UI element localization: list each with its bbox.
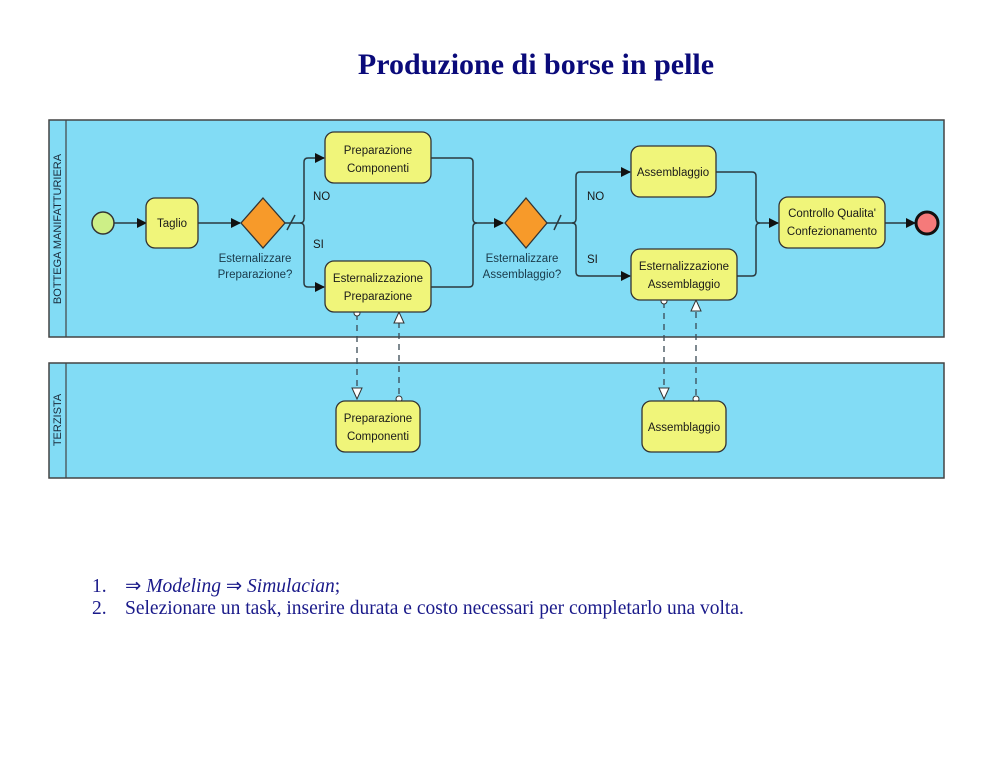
- flow-label-si: SI: [587, 254, 598, 266]
- task-box: [145, 197, 199, 249]
- task-assemblaggio[interactable]: Assemblaggio: [630, 145, 717, 198]
- gateway-label-line: Preparazione?: [218, 269, 293, 281]
- step-text-fragment: ⇒: [125, 576, 147, 597]
- sequence-flows: [114, 153, 916, 292]
- lane-terzista-body: [48, 362, 945, 479]
- end-event[interactable]: [914, 210, 940, 236]
- task-label: Componenti: [347, 431, 409, 443]
- gateway-esternalizzare-assemblaggio[interactable]: Esternalizzare Assemblaggio?: [483, 196, 562, 281]
- task-box: [630, 248, 738, 301]
- task-label: Controllo Qualita': [788, 208, 876, 220]
- gateway-label-line: Esternalizzare: [219, 253, 292, 265]
- flow-estprep-g2: [431, 222, 478, 288]
- task-box: [335, 400, 421, 453]
- task-esternalizzazione-assemblaggio[interactable]: Esternalizzazione Assemblaggio: [630, 248, 738, 301]
- default-flow-marker: [286, 214, 296, 231]
- flow-g1-si: [299, 222, 325, 292]
- menu-path-term: Modeling: [146, 576, 221, 597]
- task-label: Confezionamento: [787, 226, 877, 238]
- lane-label-bottega: BOTTEGA MANIFATTURIERA: [52, 153, 64, 304]
- task-label: Esternalizzazione: [333, 273, 423, 285]
- instruction-list: 1. ⇒ Modeling ⇒ Simulacian; 2. Seleziona…: [92, 576, 744, 620]
- task-terzista-assemblaggio[interactable]: Assemblaggio: [641, 400, 727, 453]
- gateway-label-line: Esternalizzare: [486, 253, 559, 265]
- task-label: Preparazione: [344, 413, 412, 425]
- page-title: Produzione di borse in pelle: [357, 48, 715, 81]
- gateway-label-line: Assemblaggio?: [483, 269, 562, 281]
- flow-label-no: NO: [587, 191, 604, 203]
- task-label: Assemblaggio: [648, 422, 720, 434]
- step-text: Selezionare un task, inserire durata e c…: [125, 598, 744, 620]
- step-text-fragment: ⇒: [220, 576, 248, 597]
- step-text-fragment: ;: [334, 576, 341, 597]
- task-esternalizzazione-preparazione[interactable]: Esternalizzazione Preparazione: [324, 260, 432, 313]
- step-number: 1.: [92, 576, 107, 597]
- task-label: Preparazione: [344, 291, 412, 303]
- flow-label-no: NO: [313, 191, 330, 203]
- message-arrow-down: [658, 387, 670, 401]
- message-arrow-down: [351, 387, 363, 401]
- message-arrow-up: [393, 310, 405, 324]
- flow-estass-controllo: [737, 222, 761, 277]
- task-label: Componenti: [347, 163, 409, 175]
- flow-label-si: SI: [313, 239, 324, 251]
- step-number: 2.: [92, 598, 107, 619]
- task-label: Taglio: [157, 218, 187, 230]
- message-flows: [356, 302, 697, 396]
- task-box: [324, 131, 432, 184]
- lane-label-terzista: TERZISTA: [52, 393, 64, 446]
- task-controllo-qualita-confezionamento[interactable]: Controllo Qualita' Confezionamento: [778, 196, 886, 249]
- task-label: Esternalizzazione: [639, 261, 729, 273]
- message-arrow-up: [690, 298, 702, 312]
- task-box: [324, 260, 432, 313]
- task-label: Assemblaggio: [648, 279, 720, 291]
- task-terzista-preparazione-componenti[interactable]: Preparazione Componenti: [335, 400, 421, 453]
- instruction-step: 1. ⇒ Modeling ⇒ Simulacian;: [92, 576, 744, 598]
- task-taglio[interactable]: Taglio: [145, 197, 199, 249]
- task-box: [778, 196, 886, 249]
- step-text: ⇒ Modeling ⇒ Simulacian;: [125, 576, 340, 598]
- task-label: Assemblaggio: [637, 167, 709, 179]
- default-flow-marker: [553, 214, 562, 231]
- flow-g2-si: [571, 222, 631, 281]
- start-event[interactable]: [91, 211, 115, 235]
- step-text-fragment: Selezionare un task, inserire durata e c…: [125, 598, 744, 619]
- lane-terzista: TERZISTA: [48, 362, 945, 479]
- menu-path-term: Simulacian: [247, 576, 335, 597]
- instruction-step: 2. Selezionare un task, inserire durata …: [92, 598, 744, 620]
- task-label: Preparazione: [344, 145, 412, 157]
- task-box: [630, 145, 717, 198]
- task-preparazione-componenti[interactable]: Preparazione Componenti: [324, 131, 432, 184]
- gateway-diamond: [504, 196, 548, 250]
- gateway-diamond: [240, 197, 286, 249]
- gateway-esternalizzare-preparazione[interactable]: Esternalizzare Preparazione?: [218, 197, 293, 281]
- task-box: [641, 400, 727, 453]
